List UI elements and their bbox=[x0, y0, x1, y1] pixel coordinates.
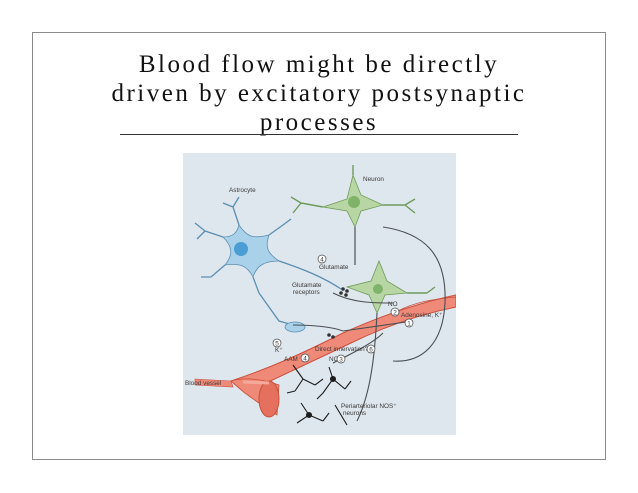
label-glutamate-receptors-1: Glutamate bbox=[292, 282, 322, 289]
title-line-3: processes bbox=[259, 109, 379, 136]
marker-1: 1 bbox=[404, 318, 414, 327]
label-no-lower: NO bbox=[329, 356, 339, 363]
label-adenosine: Adenosine, K⁺ bbox=[401, 312, 442, 319]
title-line-1: Blood flow might be directly bbox=[138, 51, 500, 78]
marker-3: 3 bbox=[336, 354, 346, 363]
neurovascular-diagram: Neuron Astrocyte Glutamate Glutamate rec… bbox=[183, 153, 456, 435]
marker-5: 5 bbox=[272, 338, 282, 347]
title-divider bbox=[120, 134, 518, 135]
marker-4-top: 4 bbox=[317, 254, 327, 263]
slide-title: Blood flow might be directly driven by e… bbox=[60, 50, 578, 137]
label-neuron: Neuron bbox=[363, 176, 384, 183]
marker-4-top-text: 4 bbox=[320, 256, 324, 263]
marker-2-text: 2 bbox=[393, 309, 397, 316]
neuron-top bbox=[290, 165, 416, 265]
diagram-background bbox=[183, 153, 456, 435]
synapse-dots bbox=[327, 287, 349, 339]
title-line-2: driven by excitatory postsynaptic bbox=[111, 80, 527, 107]
marker-4-bottom: 4 bbox=[300, 353, 310, 362]
marker-6-text: 6 bbox=[369, 346, 373, 353]
label-nos-neurons-2: neurons bbox=[343, 410, 366, 417]
label-direct-innervation: Direct innervation? bbox=[315, 346, 369, 353]
label-glutamate-receptors-2: receptors bbox=[293, 289, 320, 296]
marker-1-text: 1 bbox=[407, 320, 411, 327]
label-aam: AAM bbox=[284, 356, 298, 363]
label-astrocyte: Astrocyte bbox=[229, 187, 256, 194]
label-nos-neurons-1: Periarteriolar NOS⁺ bbox=[341, 403, 397, 410]
nos-neurons bbox=[286, 364, 352, 426]
marker-2: 2 bbox=[390, 307, 400, 316]
label-no: NO bbox=[388, 301, 398, 308]
neural-processes bbox=[292, 226, 446, 422]
label-glutamate: Glutamate bbox=[319, 264, 349, 271]
marker-3-text: 3 bbox=[339, 356, 343, 363]
marker-5-text: 5 bbox=[275, 340, 279, 347]
label-blood-vessel: Blood vessel bbox=[185, 380, 221, 387]
astrocyte bbox=[194, 196, 342, 333]
label-k-plus: K⁺ bbox=[275, 347, 283, 354]
blood-vessel bbox=[194, 294, 456, 418]
marker-4-bottom-text: 4 bbox=[303, 355, 307, 362]
marker-6: 6 bbox=[366, 344, 376, 353]
